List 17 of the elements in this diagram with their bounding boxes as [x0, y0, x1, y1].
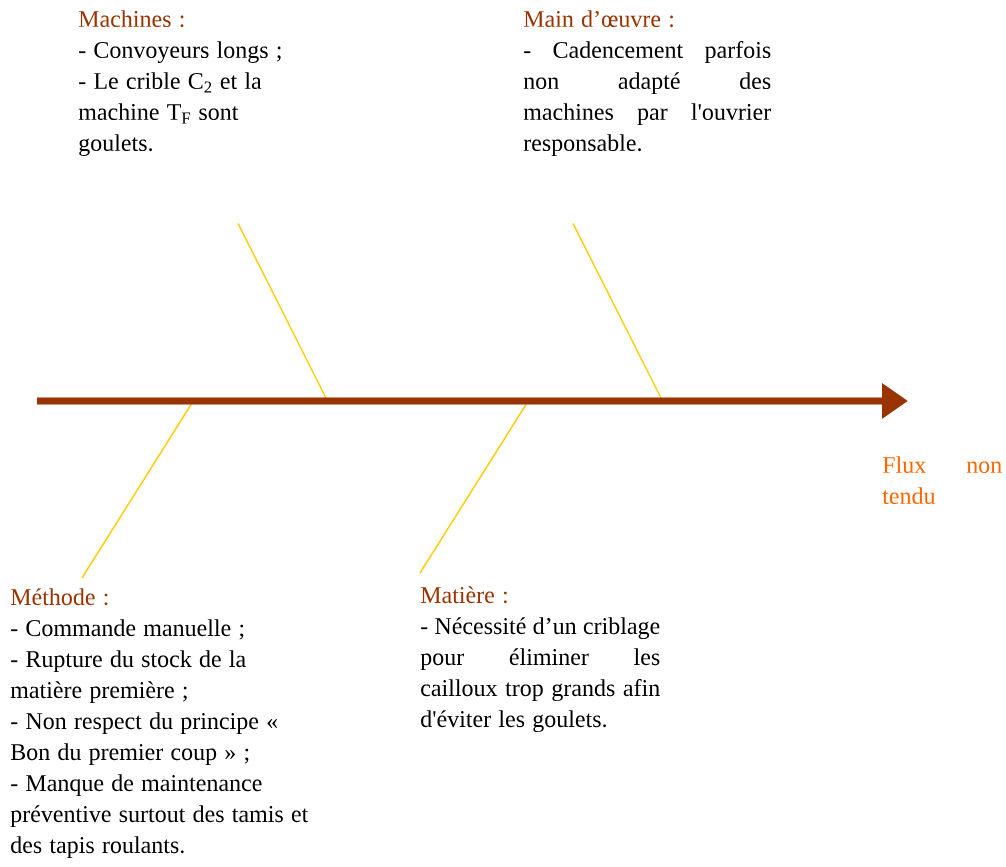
cause-item: - Commande manuelle ; [11, 619, 244, 640]
bone-line [572, 222, 663, 401]
category-heading: Méthode : [10, 588, 108, 606]
category-heading: Main d’œuvre : [523, 10, 673, 28]
cause-item: - Non respect du principe « Bon du premier coup » ; [10, 712, 278, 765]
bone-line [81, 402, 193, 579]
cause-item: - Le crible C$_{2}$ et la machine T$_{F}$ sont goulets. [78, 72, 262, 157]
category-heading: Machines : [78, 10, 184, 28]
cause-item: - Rupture du stock de la matière première ; [10, 650, 246, 703]
bone-line [237, 222, 328, 401]
category-heading: Matière : [420, 586, 507, 604]
cause-item: - Cadencement parfois non adapté des machines par l'ouvrier responsable. [523, 40, 771, 156]
effect-label: Flux non tendu [882, 456, 1002, 505]
cause-item: - Manque de maintenance préventive surtout des tamis et des tapis roulants. [10, 774, 309, 858]
cause-item: - Nécessité d’un criblage pour éliminer les cailloux trop grands afin d'éviter les goulets. [420, 617, 660, 733]
bone-line [419, 402, 528, 574]
cause-item: - Convoyeurs longs ; [79, 41, 281, 64]
